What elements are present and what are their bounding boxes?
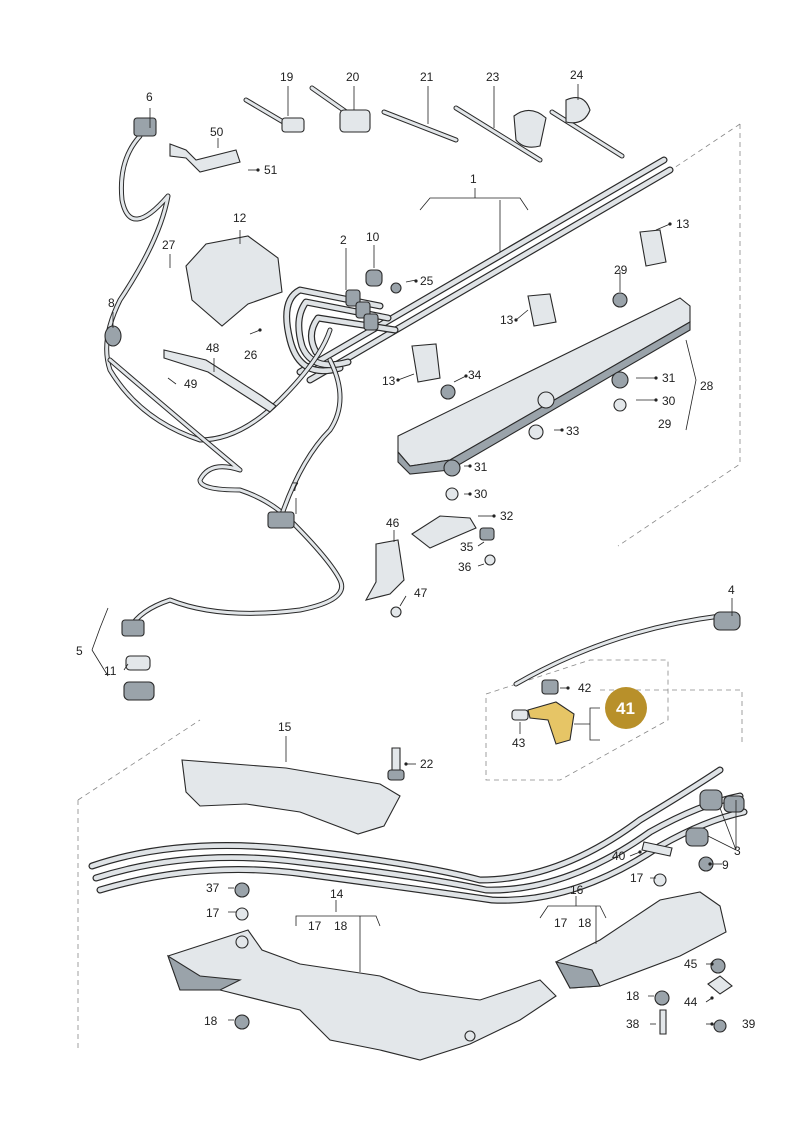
bracket-41 xyxy=(511,679,575,745)
callout-45: 45 xyxy=(684,957,698,971)
callout-4: 4 xyxy=(728,583,735,597)
callout-44: 44 xyxy=(684,995,698,1009)
small-parts-top xyxy=(163,85,625,413)
callout-29a: 29 xyxy=(614,263,628,277)
lower-pipe-bundle xyxy=(88,766,748,904)
callout-26: 26 xyxy=(244,348,258,362)
callout-1: 1 xyxy=(470,172,477,186)
callout-37: 37 xyxy=(206,881,220,895)
callout-18a: 18 xyxy=(334,919,348,933)
callout-47: 47 xyxy=(414,586,428,600)
callout-39: 39 xyxy=(742,1017,756,1031)
callout-34: 34 xyxy=(468,368,482,382)
callout-31a: 31 xyxy=(662,371,676,385)
highlight-callout-41: 41 xyxy=(605,687,647,729)
callout-42: 42 xyxy=(578,681,592,695)
callout-38: 38 xyxy=(626,1017,640,1031)
callout-28: 28 xyxy=(700,379,714,393)
callout-25: 25 xyxy=(420,274,434,288)
callout-7: 7 xyxy=(292,480,299,494)
callout-18d: 18 xyxy=(626,989,640,1003)
lower-group-outline xyxy=(77,689,743,1052)
callout-49: 49 xyxy=(184,377,198,391)
bracket-41-box xyxy=(485,659,669,781)
callout-10: 10 xyxy=(366,230,380,244)
callout-18c: 18 xyxy=(204,1014,218,1028)
callout-14: 14 xyxy=(330,887,344,901)
callout-18b: 18 xyxy=(578,916,592,930)
callout-40: 40 xyxy=(612,849,626,863)
callout-6: 6 xyxy=(146,90,153,104)
callout-31b: 31 xyxy=(474,460,488,474)
callout-46: 46 xyxy=(386,516,400,530)
callout-35: 35 xyxy=(460,540,474,554)
callout-2: 2 xyxy=(340,233,347,247)
callout-50: 50 xyxy=(210,125,224,139)
callout-21: 21 xyxy=(420,70,434,84)
leader-lines xyxy=(91,84,737,1025)
callout-20: 20 xyxy=(346,70,360,84)
callout-13a: 13 xyxy=(676,217,690,231)
callout-22: 22 xyxy=(420,757,434,771)
callout-8: 8 xyxy=(108,296,115,310)
callout-5: 5 xyxy=(76,644,83,658)
clips-13 xyxy=(411,229,667,383)
callout-32: 32 xyxy=(500,509,514,523)
callout-12: 12 xyxy=(233,211,247,225)
line-4 xyxy=(513,611,741,687)
callout-29b: 29 xyxy=(658,417,672,431)
callout-51: 51 xyxy=(264,163,278,177)
cover-16 xyxy=(554,873,733,1035)
hose-assembly xyxy=(104,117,344,701)
heat-shield-15 xyxy=(181,759,401,835)
callout-11: 11 xyxy=(104,664,117,678)
callout-19: 19 xyxy=(280,70,294,84)
callout-23: 23 xyxy=(486,70,500,84)
callout-24: 24 xyxy=(570,68,584,82)
callout-17a: 17 xyxy=(206,906,220,920)
highlight-label: 41 xyxy=(616,699,635,718)
callout-30b: 30 xyxy=(474,487,488,501)
fuel-line-strip xyxy=(296,156,674,384)
callout-13c: 13 xyxy=(382,374,396,388)
callout-labels: 1 2 3 4 5 6 7 8 9 10 11 12 13 13 13 14 1… xyxy=(76,68,756,1031)
rail-28 xyxy=(397,292,691,501)
pipe-cluster-2 xyxy=(283,286,399,375)
callout-13b: 13 xyxy=(500,313,514,327)
callout-arrow-dots xyxy=(256,168,714,1026)
callout-17d: 17 xyxy=(630,871,644,885)
callout-17b: 17 xyxy=(308,919,322,933)
callout-36: 36 xyxy=(458,560,472,574)
callout-48: 48 xyxy=(206,341,220,355)
callout-15: 15 xyxy=(278,720,292,734)
bolt-22 xyxy=(387,747,405,781)
callout-33: 33 xyxy=(566,424,580,438)
callout-9: 9 xyxy=(722,858,729,872)
callout-17c: 17 xyxy=(554,916,568,930)
callout-43: 43 xyxy=(512,736,526,750)
cover-14 xyxy=(166,882,557,1061)
callout-30a: 30 xyxy=(662,394,676,408)
callout-3: 3 xyxy=(734,844,741,858)
bracket-32-46 xyxy=(364,515,496,618)
callout-27: 27 xyxy=(162,238,176,252)
callout-16: 16 xyxy=(570,883,584,897)
upper-group-outline xyxy=(617,123,741,547)
